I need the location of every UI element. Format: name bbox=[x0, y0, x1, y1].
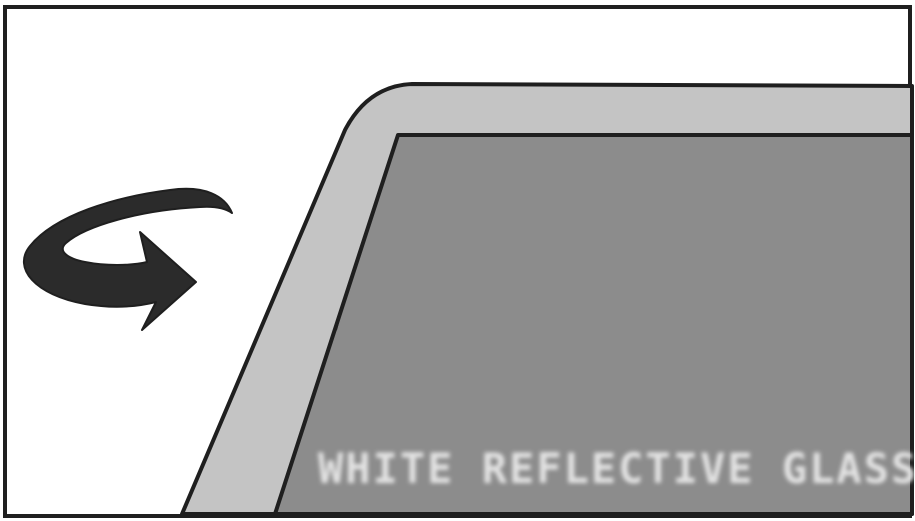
glass-label: WHITE REFLECTIVE GLASS bbox=[318, 444, 915, 493]
